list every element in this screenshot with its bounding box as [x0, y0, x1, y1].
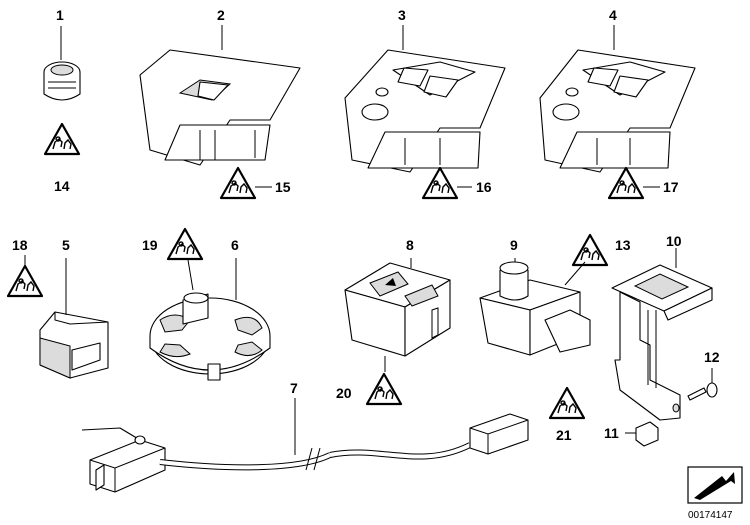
part-3-window-switch-double — [344, 49, 506, 173]
part-8-hazard-switch — [344, 262, 451, 357]
callout-3: 3 — [398, 7, 406, 23]
part-2-window-switch — [139, 49, 301, 166]
reference-number: 00174147 — [688, 510, 733, 521]
callout-6: 6 — [231, 237, 239, 253]
callout-4: 4 — [609, 7, 617, 23]
callout-8: 8 — [406, 237, 414, 253]
warning-icon-20 — [365, 372, 403, 406]
callout-11: 11 — [604, 425, 619, 441]
callout-21: 21 — [556, 427, 572, 443]
arrow-box-icon — [694, 472, 735, 500]
part-10-bracket — [611, 264, 713, 421]
callout-20: 20 — [336, 385, 352, 401]
part-5-small-switch — [39, 311, 109, 379]
part-12-screw — [687, 382, 718, 401]
callout-1: 1 — [56, 7, 64, 23]
part-7-microswitch-cable — [81, 413, 529, 493]
callout-17: 17 — [663, 179, 679, 195]
callout-13: 13 — [615, 237, 631, 253]
callout-16: 16 — [476, 179, 492, 195]
part-4-window-switch-double — [539, 49, 696, 173]
part-9-push-switch — [479, 261, 591, 356]
reference-box — [687, 466, 743, 504]
warning-icon-21 — [548, 386, 586, 420]
warning-icon-14 — [43, 122, 81, 156]
callout-15: 15 — [275, 179, 291, 195]
callout-12: 12 — [704, 349, 720, 365]
callout-5: 5 — [62, 237, 70, 253]
warning-icon-13 — [571, 233, 609, 267]
part-1-round-switch — [43, 61, 81, 101]
callout-7: 7 — [290, 380, 298, 396]
warning-icon-18 — [6, 264, 44, 298]
callout-2: 2 — [217, 7, 225, 23]
callout-10: 10 — [666, 233, 682, 249]
warning-icon-16 — [421, 166, 459, 200]
callout-19: 19 — [142, 237, 158, 253]
part-11-clip — [635, 421, 659, 447]
callout-14: 14 — [54, 178, 70, 194]
warning-icon-15 — [219, 166, 257, 200]
callout-18: 18 — [12, 237, 28, 253]
callout-9: 9 — [510, 237, 518, 253]
warning-icon-17 — [607, 166, 645, 200]
part-6-switch-housing — [149, 292, 271, 381]
warning-icon-19 — [166, 227, 204, 261]
